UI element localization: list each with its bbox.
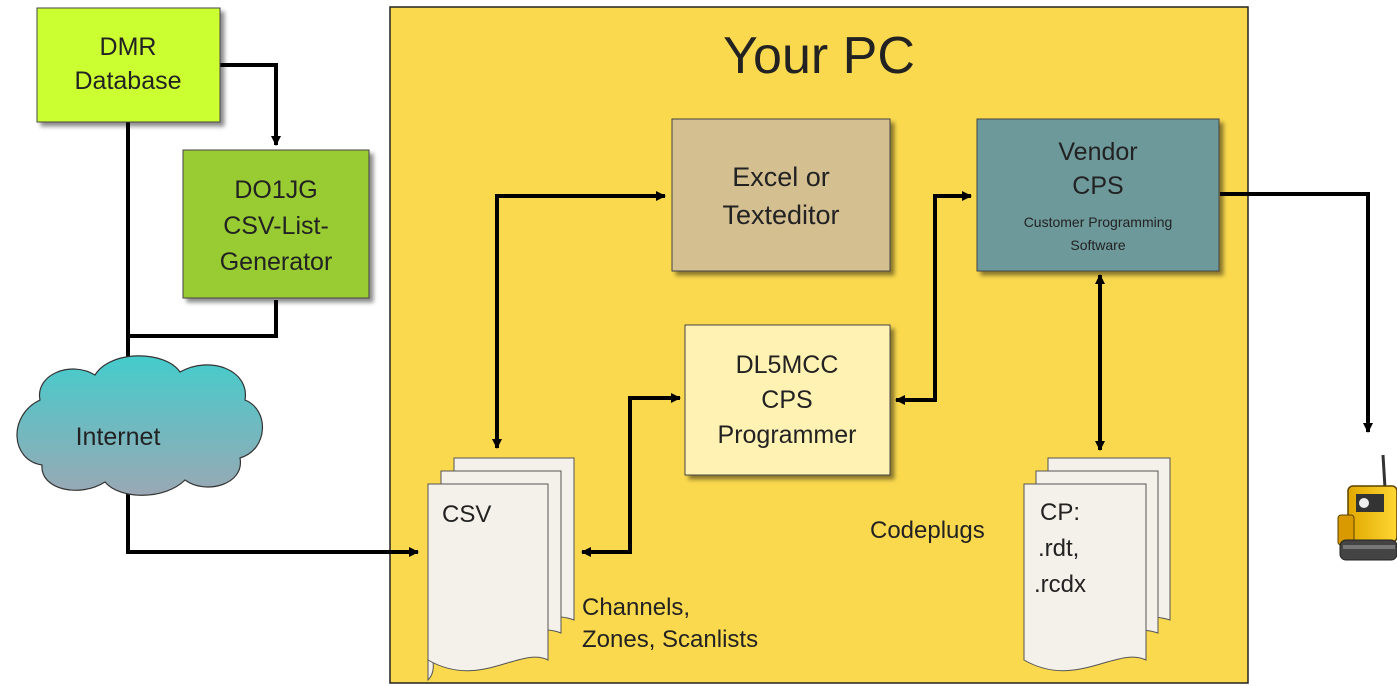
excel-line2: Texteditor — [722, 200, 839, 230]
arrow-csv-excel — [492, 191, 666, 449]
connectors — [126, 63, 1373, 557]
programmer-line3: Programmer — [718, 421, 857, 449]
generator-line3: Generator — [220, 248, 333, 276]
codeplugs-label: Codeplugs — [870, 517, 985, 544]
csv-list-generator-box: DO1JG CSV-List- Generator — [182, 149, 370, 299]
arrow-vendor-radio — [1220, 192, 1373, 433]
cps-programmer-box: DL5MCC CPS Programmer — [684, 324, 891, 476]
dmr-database-line2: Database — [74, 67, 181, 95]
pc-title: Your PC — [723, 27, 915, 85]
generator-line2: CSV-List- — [223, 212, 329, 240]
radio-device-icon — [1337, 454, 1397, 561]
arrow-internet-to-csv — [126, 485, 419, 557]
internet-label: Internet — [76, 423, 161, 451]
csv-label: CSV — [442, 501, 491, 528]
codeplugs-document-stack — [1023, 457, 1171, 672]
arrow-programmer-vendor — [895, 191, 972, 405]
dmr-database-box: DMR Database — [36, 7, 221, 123]
excel-line1: Excel or — [732, 162, 830, 192]
csv-caption-line2: Zones, Scanlists — [582, 626, 758, 653]
codeplugs-line2: .rdt, — [1038, 535, 1079, 562]
programmer-line2: CPS — [761, 386, 812, 414]
vendor-line2: CPS — [1072, 172, 1123, 200]
csv-caption-line1: Channels, — [582, 594, 690, 621]
line-generator-join — [128, 300, 278, 338]
csv-document-stack — [427, 457, 575, 682]
dmr-database-line1: DMR — [100, 33, 157, 61]
vendor-cps-box: Vendor CPS Customer Programming Software — [976, 118, 1220, 272]
programmer-line1: DL5MCC — [736, 351, 839, 379]
codeplugs-line1: CP: — [1040, 499, 1080, 526]
generator-line1: DO1JG — [234, 176, 317, 204]
excel-texteditor-box: Excel or Texteditor — [671, 118, 891, 272]
vendor-line1: Vendor — [1058, 138, 1137, 166]
internet-cloud: Internet — [16, 355, 263, 496]
arrow-csv-programmer — [581, 393, 681, 557]
vendor-line3: Customer Programming — [1024, 214, 1173, 230]
codeplugs-line3: .rcdx — [1034, 571, 1086, 598]
vendor-line4: Software — [1070, 237, 1125, 253]
arrow-db-to-generator — [220, 63, 281, 146]
